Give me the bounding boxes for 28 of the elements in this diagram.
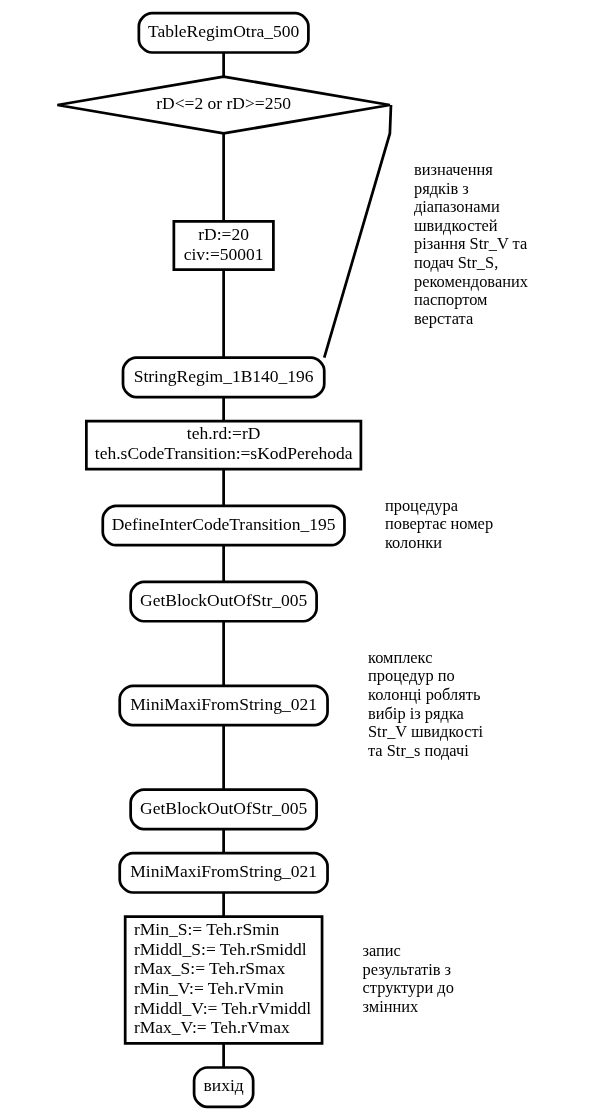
connector <box>221 269 225 358</box>
node-box: GetBlockOutOfStr_005 <box>128 580 318 623</box>
node-box: teh.rd:=rD teh.sCodeTransition:=sKodPerehoda <box>84 419 362 471</box>
node-box: TableRegimOtra_500 <box>137 11 310 54</box>
connector <box>221 397 225 421</box>
connector <box>221 545 225 582</box>
node-box: rD:=20 civ:=50001 <box>172 220 275 271</box>
connector <box>221 829 225 854</box>
connector <box>221 469 225 506</box>
label: комплекс процедур по колонці роблять вибір із рядка Str_V швидкості та Str_s подачі <box>367 647 483 760</box>
connector <box>221 52 225 77</box>
connector <box>221 621 225 686</box>
node-box: MiniMaxiFromString_021 <box>117 851 329 894</box>
label: визначення рядків з діапазонами швидкостей різання Str_V та подач Str_S, рекомендованих паспортом верстата <box>413 160 528 328</box>
connector <box>221 725 225 790</box>
node-box: MiniMaxiFromString_021 <box>117 684 329 727</box>
connector <box>221 1043 225 1068</box>
connector <box>221 892 225 917</box>
node-diamond: rD<=2 or rD>=250 <box>55 75 391 135</box>
connector <box>221 133 225 222</box>
node-box: rMin_S:= Teh.rSmin rMiddl_S:= Teh.rSmiddl rMax_S:= Teh.rSmax rMin_V:= Teh.rVmin rMiddl_V:= Teh.rVmiddl rMax_V:= Teh.rVmax <box>123 915 323 1045</box>
label: запис результатів з структури до змінних <box>362 940 454 1016</box>
node-box: StringRegim_1B140_196 <box>121 356 326 399</box>
connector <box>322 104 392 359</box>
label: процедура повертає номер колонки <box>384 495 493 552</box>
node-box: GetBlockOutOfStr_005 <box>128 788 318 831</box>
node-box: вихід <box>192 1066 255 1109</box>
node-box: DefineInterCodeTransition_195 <box>100 504 346 547</box>
